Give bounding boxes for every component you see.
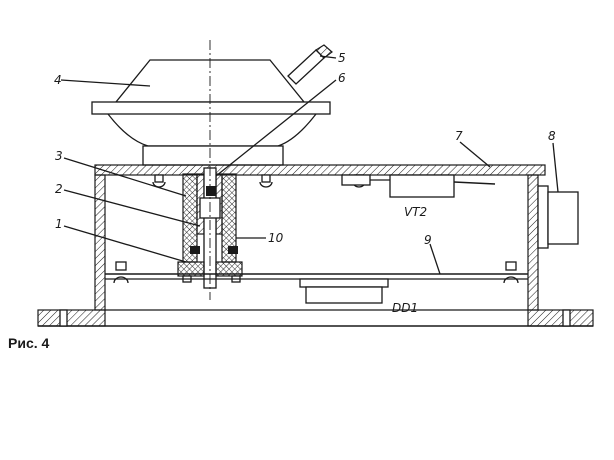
callout-1: 1 (55, 217, 63, 231)
mounting-screws (113, 174, 519, 284)
connector (537, 185, 579, 249)
callout-8: 8 (548, 129, 556, 143)
callout-labels: 4 5 6 7 8 3 2 1 10 9 VT2 DD1 (54, 51, 556, 315)
callout-3: 3 (55, 149, 63, 163)
callout-4: 4 (54, 73, 62, 87)
callout-7: 7 (455, 129, 463, 143)
handle-knob (91, 59, 331, 166)
callout-5: 5 (338, 51, 346, 65)
transistor-vt2 (341, 174, 496, 198)
shaft-assembly (177, 40, 243, 300)
callout-2: 2 (55, 182, 63, 196)
callout-9: 9 (424, 233, 432, 247)
figure-caption: Рис. 4 (8, 335, 50, 351)
label-vt2: VT2 (404, 205, 427, 219)
housing (37, 164, 594, 327)
label-dd1: DD1 (392, 301, 418, 315)
callout-10: 10 (268, 231, 284, 245)
pointer-rod (287, 44, 333, 85)
circuit-board (105, 273, 528, 304)
leader-lines (60, 55, 559, 275)
callout-6: 6 (338, 71, 346, 85)
